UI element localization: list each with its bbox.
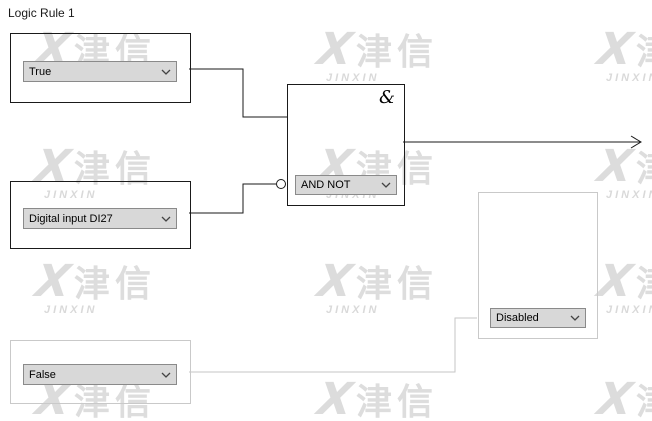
input-bottom-value: False	[29, 368, 56, 381]
watermark-brand: 津信	[355, 263, 438, 304]
watermark-brand: 津信	[636, 262, 652, 306]
output-dropdown[interactable]: Disabled	[490, 308, 586, 328]
output-block: Disabled	[478, 192, 598, 339]
gate-operator-value: AND NOT	[301, 179, 351, 191]
watermark-subtext: JINXIN	[44, 189, 98, 201]
output-value: Disabled	[496, 312, 539, 324]
watermark-subtext: JINXIN	[606, 189, 652, 201]
input-block-top: True	[10, 33, 191, 103]
input-middle-dropdown[interactable]: Digital input DI27	[23, 208, 177, 229]
output-arrow-icon	[630, 135, 642, 149]
inversion-bubble-icon	[276, 179, 286, 189]
watermark-subtext: JINXIN	[44, 304, 98, 316]
wire-input-middle	[189, 183, 276, 214]
wire-input-top	[189, 68, 287, 118]
watermark-brand: 津信	[636, 30, 652, 74]
wire-disabled-branch	[189, 317, 477, 373]
watermark-subtext: JINXIN	[606, 304, 652, 316]
chevron-down-icon	[161, 69, 171, 75]
input-middle-value: Digital input DI27	[29, 212, 113, 225]
chevron-down-icon	[381, 182, 391, 188]
watermark-subtext: JINXIN	[606, 72, 652, 84]
input-block-middle: Digital input DI27	[10, 181, 191, 249]
watermark-brand: 津信	[636, 380, 652, 421]
and-gate-symbol: &	[378, 87, 395, 108]
input-top-dropdown[interactable]: True	[23, 61, 177, 82]
input-top-value: True	[29, 65, 52, 78]
watermark-brand: 津信	[73, 148, 156, 189]
watermark-brand: 津信	[355, 381, 438, 421]
chevron-down-icon	[161, 216, 171, 222]
input-block-bottom: False	[10, 340, 191, 404]
watermark-brand: 津信	[73, 381, 156, 421]
watermark-subtext: JINXIN	[326, 72, 380, 84]
page-title: Logic Rule 1	[8, 6, 75, 20]
gate-operator-dropdown[interactable]: AND NOT	[295, 175, 397, 195]
chevron-down-icon	[570, 315, 580, 321]
watermark-subtext: JINXIN	[326, 304, 380, 316]
watermark-brand: 津信	[355, 31, 438, 72]
logic-gate-block: & AND NOT	[287, 84, 405, 206]
watermark-brand: 津信	[73, 263, 156, 304]
watermark-brand: 津信	[636, 147, 652, 191]
input-bottom-dropdown[interactable]: False	[23, 364, 177, 385]
chevron-down-icon	[161, 372, 171, 378]
